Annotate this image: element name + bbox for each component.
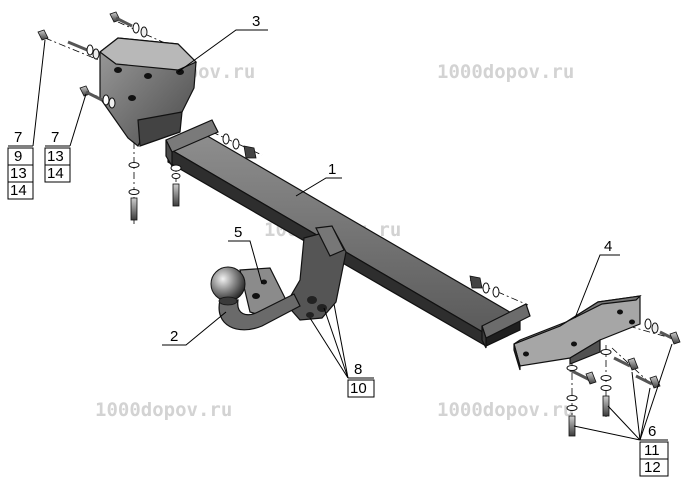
callout-5: 5 (234, 224, 242, 241)
bracket-hole (176, 69, 184, 75)
table-cell: 8 (354, 361, 362, 378)
table-cell: 6 (648, 423, 656, 440)
right-mounting-bracket (513, 295, 642, 371)
bolt-shank (130, 197, 138, 221)
bolt-head (627, 357, 639, 371)
callout-3: 3 (252, 13, 260, 30)
bracket-hole (114, 67, 122, 73)
watermark-top-right: 1000dopov.ru (437, 61, 574, 83)
table-cell: 7 (14, 129, 22, 146)
fasteners (37, 11, 681, 437)
callout-2: 2 (170, 328, 178, 345)
callout-table-left-inner: 7 13 14 (44, 129, 71, 183)
table-cell: 11 (644, 442, 660, 459)
table-cell: 14 (10, 182, 27, 199)
callout-1: 1 (328, 161, 336, 178)
callout-leaders: 1 2 3 4 5 (32, 13, 673, 441)
callout-table-right-fasteners: 6 11 12 (639, 423, 669, 477)
tow-ball (210, 266, 246, 302)
watermark-bottom-right: 1000dopov.ru (437, 399, 574, 421)
callout-table-mount-bolts: 8 10 (347, 361, 375, 398)
bracket-hole (144, 73, 152, 79)
bolt-shank (602, 395, 610, 417)
table-cell: 12 (644, 459, 661, 476)
bolt-head (37, 29, 49, 41)
bolt-head (585, 371, 597, 385)
tow-ball-assembly (210, 225, 347, 331)
bolt-shank (172, 183, 180, 207)
table-cell: 10 (350, 380, 367, 397)
bolt-head (669, 331, 681, 345)
bolt-head (649, 375, 661, 389)
table-cell: 7 (51, 129, 59, 146)
bracket-hole (128, 95, 136, 101)
left-mounting-bracket (99, 37, 198, 147)
callout-4: 4 (604, 238, 612, 255)
table-cell: 9 (14, 148, 22, 165)
table-cell: 13 (10, 165, 27, 182)
callout-table-left-outer: 7 9 13 14 (7, 129, 34, 200)
table-cell: 13 (47, 148, 64, 165)
watermark-bottom-left: 1000dopov.ru (95, 399, 232, 421)
table-cell: 14 (47, 165, 64, 182)
